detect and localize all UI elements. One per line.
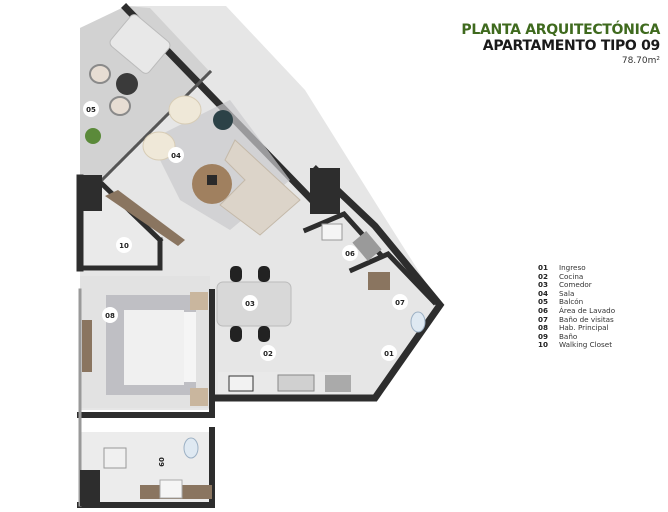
svg-text:08: 08 xyxy=(105,312,115,320)
svg-text:04: 04 xyxy=(171,152,181,160)
svg-text:07: 07 xyxy=(395,299,405,307)
label-10: 10 xyxy=(116,237,132,253)
svg-text:10: 10 xyxy=(119,242,129,250)
svg-text:05: 05 xyxy=(86,106,96,114)
apartment-type: APARTAMENTO TIPO 09 xyxy=(482,38,661,54)
room-labels: 04 05 10 08 03 02 06 07 01 09 xyxy=(83,101,408,467)
balcony-area xyxy=(80,6,210,182)
label-02: 02 xyxy=(260,345,276,361)
kitchen-counter xyxy=(218,372,351,394)
label-05: 05 xyxy=(83,101,99,117)
label-01: 01 xyxy=(381,345,397,361)
label-06: 06 xyxy=(342,245,358,261)
svg-text:09: 09 xyxy=(157,457,165,467)
balcony-furniture xyxy=(85,14,171,144)
label-08: 08 xyxy=(102,307,118,323)
svg-text:02: 02 xyxy=(263,350,273,358)
plant-icon xyxy=(85,128,101,144)
column xyxy=(80,175,102,211)
svg-text:06: 06 xyxy=(345,250,355,258)
service-furniture xyxy=(103,223,426,499)
bedroom-furniture xyxy=(82,292,208,406)
column xyxy=(80,470,100,506)
plan-title: PLANTA ARQUITECTÓNICA xyxy=(461,22,660,38)
title-block: PLANTA ARQUITECTÓNICA APARTAMENTO TIPO 0… xyxy=(461,22,660,67)
living-furniture xyxy=(105,95,301,246)
svg-text:01: 01 xyxy=(384,350,394,358)
sink-icon xyxy=(277,374,315,392)
label-03: 03 xyxy=(242,295,258,311)
label-09: 09 xyxy=(157,457,165,467)
label-04: 04 xyxy=(168,147,184,163)
fridge-icon xyxy=(325,375,351,392)
area-value: 78.70m² xyxy=(621,56,660,66)
svg-text:03: 03 xyxy=(245,300,255,308)
column xyxy=(310,168,340,214)
stove-icon xyxy=(228,375,254,392)
label-07: 07 xyxy=(392,294,408,310)
